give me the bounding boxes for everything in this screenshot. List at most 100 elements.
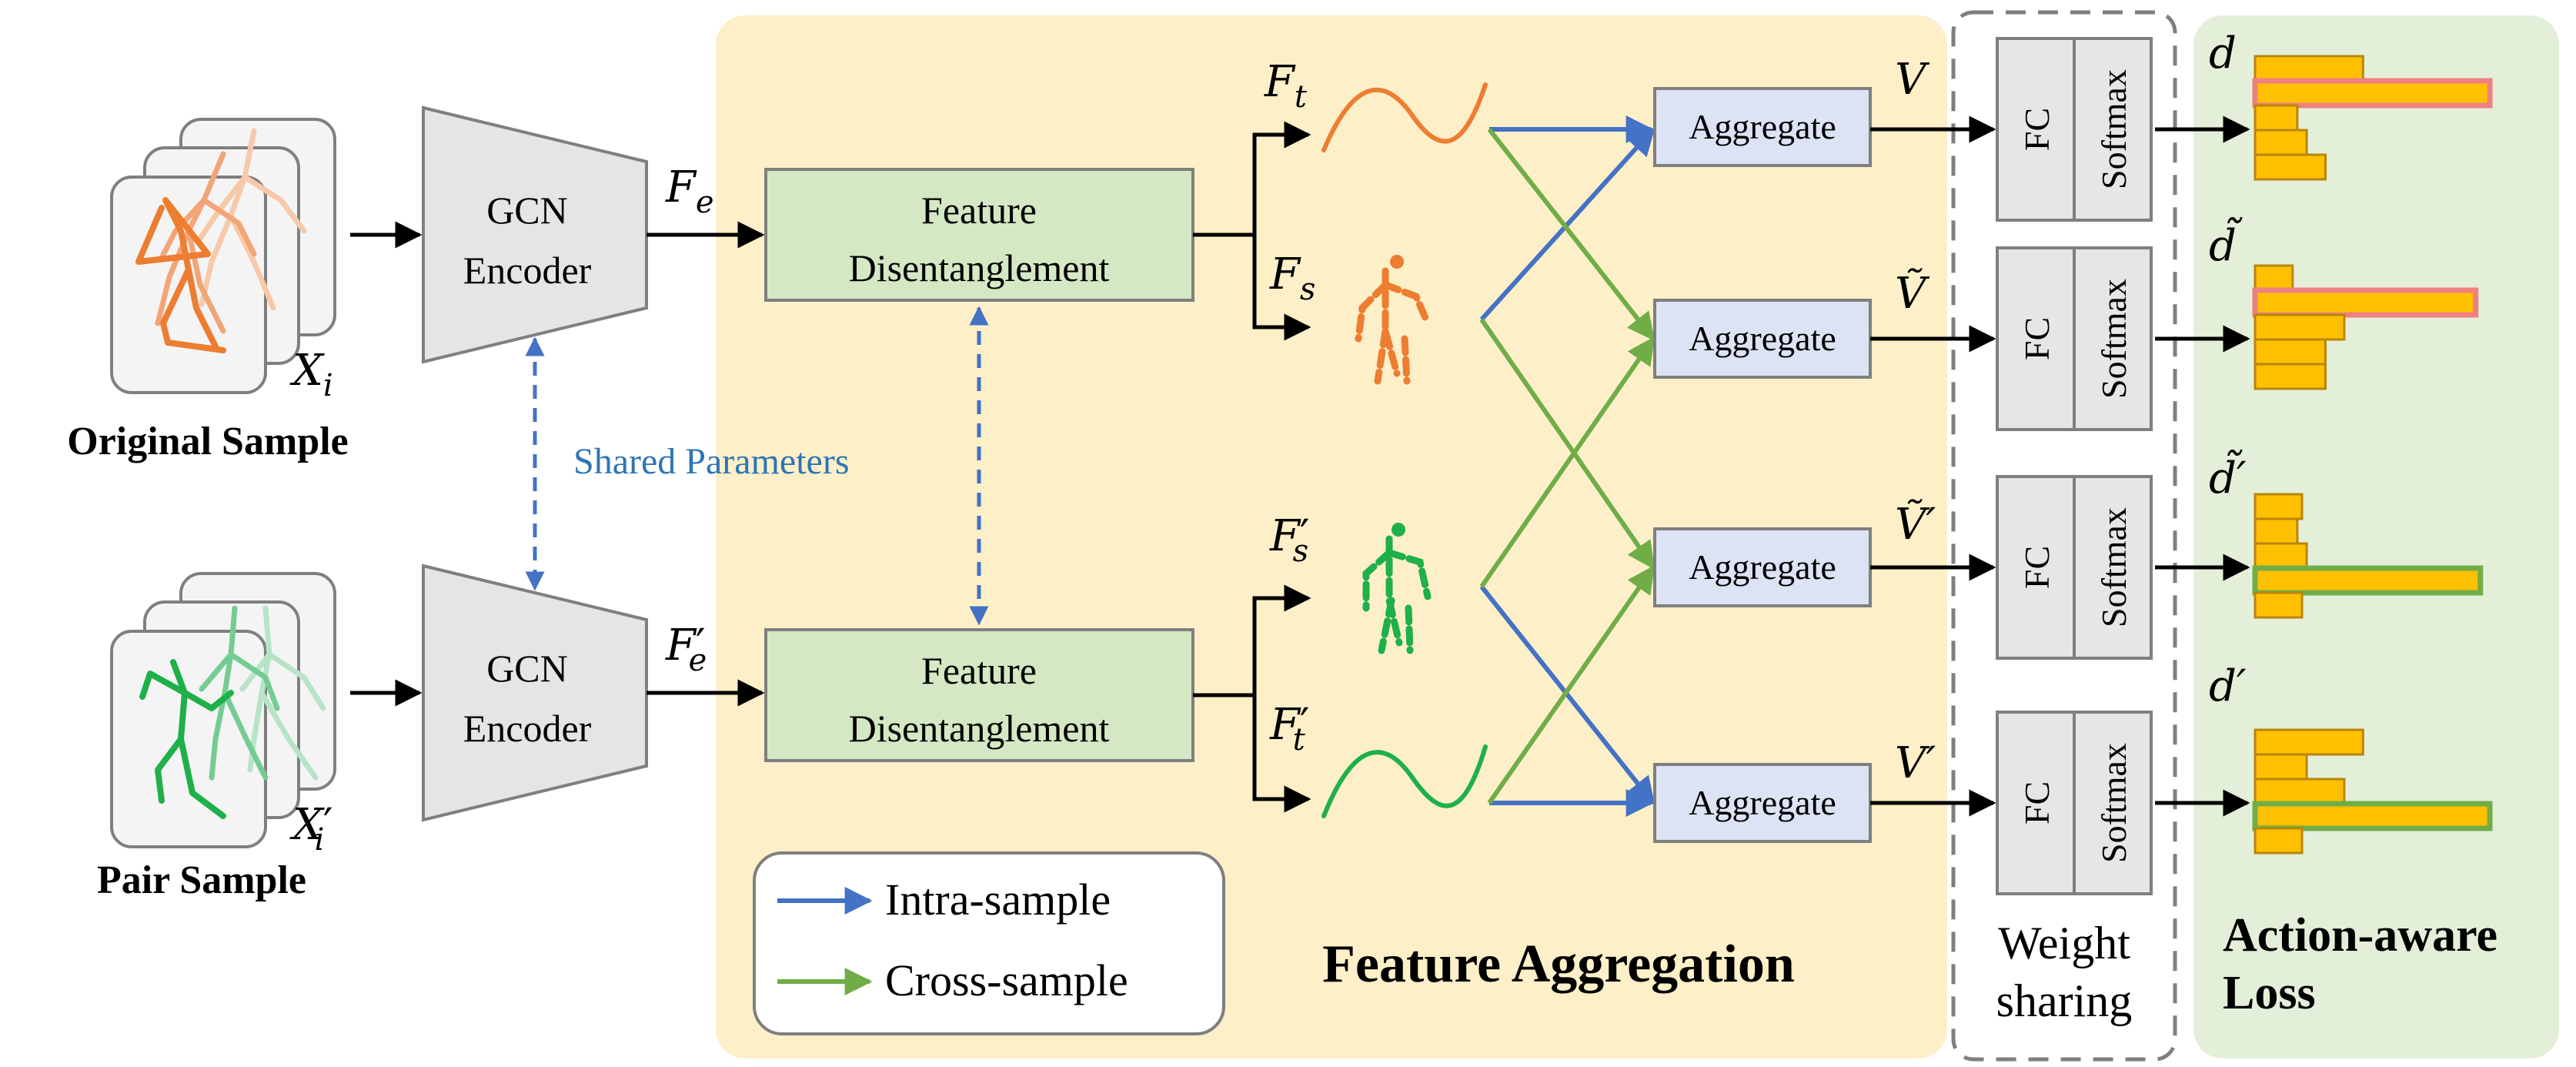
dist-label-d-tilde-prime: d̃′ [2209,450,2247,503]
pair-sample-frames [110,572,336,848]
distribution-bar [2254,827,2304,855]
svg-text:Aggregate: Aggregate [1689,783,1836,822]
weight-sharing-box [1951,10,2177,1062]
ft-prime-label: F′t [1269,700,1310,758]
distribution-bar [2254,753,2308,781]
fs-prime-label: F′s [1269,511,1310,569]
pair-sample-label: Pair Sample [97,858,306,902]
aggregate-box-4: Aggregate [1653,763,1872,843]
distribution-bar [2254,129,2308,156]
fc-softmax-block-1: FC Softmax [1996,37,2153,222]
svg-text:Aggregate: Aggregate [1689,547,1836,587]
output-v-tilde: Ṽ [1895,268,1930,319]
distribution-3 [2252,493,2484,619]
distribution-bar [2254,104,2299,132]
output-v-tilde-prime: Ṽ′ [1895,499,1936,550]
distribution-bar-highlight [2252,565,2484,596]
fc-label: FC [2017,108,2056,151]
legend-intra-label: Intra-sample [885,875,1111,925]
legend-cross-label: Cross-sample [885,955,1128,1005]
fc-label: FC [2017,317,2056,360]
dist-label-d-prime: d′ [2209,661,2247,711]
original-sample-frames [110,118,336,394]
fc-softmax-block-2: FC Softmax [1996,246,2153,431]
original-skeleton-icon [135,128,307,353]
fc-softmax-block-4: FC Softmax [1996,711,2153,895]
top-branch-arrows [1193,121,1311,341]
cross-sample-arrows [1479,128,1656,804]
softmax-label: Softmax [2094,743,2133,863]
classifier-output-arrows [2155,115,2250,817]
distribution-bar [2254,363,2327,390]
distribution-bar-highlight [2252,801,2493,831]
pair-skeleton-icon [139,605,326,819]
spatial-skeleton-icon-top [1355,255,1432,385]
distribution-bar [2254,338,2327,366]
distribution-bar-highlight [2252,78,2493,109]
distribution-1 [2252,55,2493,181]
feature-disentanglement-bottom: Feature Disentanglement [764,628,1194,762]
feature-aggregation-title: Feature Aggregation [1322,935,1795,994]
fe-prime-label: F′e [665,620,707,678]
intra-sample-arrows [1479,115,1656,817]
distribution-bar [2254,313,2346,341]
distribution-bar [2254,55,2364,82]
action-aware-loss-panel [2193,15,2559,1059]
aggregate-output-arrows [1870,115,1996,817]
bottom-branch-arrows [1193,584,1311,813]
spatial-skeleton-icon-bottom [1362,523,1432,654]
distribution-bar [2254,517,2299,545]
ft-label: Ft [1264,57,1308,115]
svg-text:Feature: Feature [921,649,1037,692]
output-v-prime: V′ [1895,738,1936,788]
svg-text:Disentanglement: Disentanglement [849,246,1110,289]
distribution-bar [2254,493,2304,520]
svg-text:GCN: GCN [486,647,568,690]
shared-parameters-label: Shared Parameters [573,441,850,482]
softmax-label: Softmax [2094,69,2133,189]
dist-label-d: d [2209,28,2237,79]
action-aware-loss-label-2: Loss [2223,967,2316,1019]
distribution-stack [2252,55,2493,855]
gcn-encoder-top: GCN Encoder [422,105,648,364]
distribution-4 [2252,728,2493,855]
weight-sharing-label-1: Weight [1998,918,2130,968]
legend: Intra-sample Cross-sample [753,851,1225,1035]
gcn-encoder-bottom: GCN Encoder [422,564,648,822]
fc-label: FC [2017,781,2056,824]
action-aware-loss-label-1: Action-aware [2223,909,2497,962]
aggregate-box-3: Aggregate [1653,527,1872,607]
fc-softmax-block-3: FC Softmax [1996,475,2153,660]
svg-text:Feature: Feature [921,189,1037,232]
fc-label: FC [2017,546,2056,589]
svg-text:Encoder: Encoder [463,707,592,750]
distribution-bar [2254,153,2327,181]
svg-text:Aggregate: Aggregate [1689,319,1836,358]
fs-label: Fs [1269,249,1315,307]
distribution-bar [2254,728,2364,756]
temporal-wave-icon-top [1321,82,1488,152]
softmax-label: Softmax [2094,507,2133,627]
aggregate-box-2: Aggregate [1653,299,1872,379]
aggregate-box-1: Aggregate [1653,87,1872,167]
distribution-bar-highlight [2252,287,2479,318]
feature-disentanglement-top: Feature Disentanglement [764,168,1194,302]
output-v: V [1895,55,1930,105]
distribution-bar [2254,591,2304,619]
pair-sample-symbol: X′i [289,800,333,858]
original-sample-symbol: Xi [289,346,333,403]
softmax-label: Softmax [2094,279,2133,399]
temporal-wave-icon-bottom [1321,744,1488,818]
svg-text:Disentanglement: Disentanglement [849,707,1110,750]
distribution-bar [2254,264,2294,292]
distribution-2 [2252,264,2479,390]
distribution-bar [2254,778,2346,805]
svg-text:Aggregate: Aggregate [1689,107,1836,146]
svg-text:Encoder: Encoder [463,249,592,292]
original-sample-label: Original Sample [67,420,348,463]
weight-sharing-label-2: sharing [1996,975,2133,1026]
svg-text:GCN: GCN [486,189,568,232]
fe-label: Fe [665,162,714,220]
